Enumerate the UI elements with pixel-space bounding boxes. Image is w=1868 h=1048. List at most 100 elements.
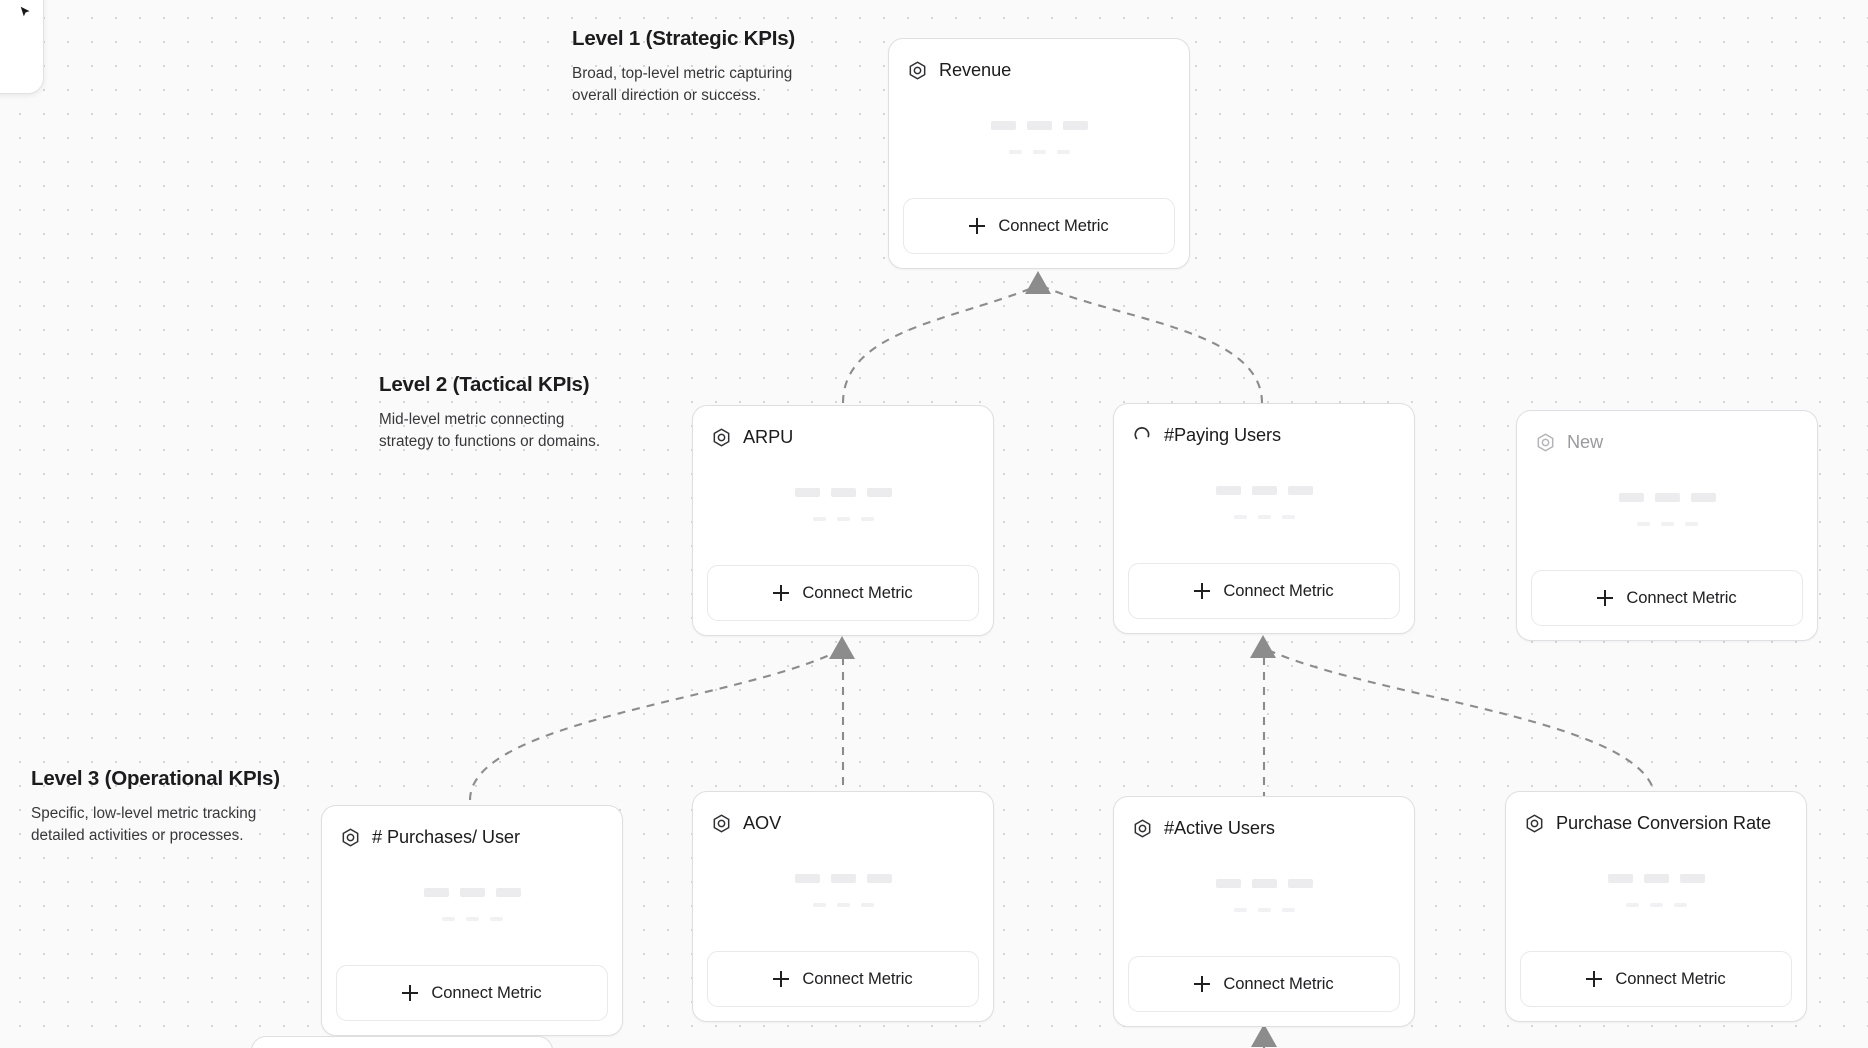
level-3-description: Specific, low-level metric tracking deta… xyxy=(31,804,257,844)
edge-arpu-revenue xyxy=(841,285,1038,404)
card-title: ARPU xyxy=(743,426,794,447)
connect-metric-label: Connect Metric xyxy=(998,216,1109,235)
plus-icon xyxy=(1194,976,1211,992)
metric-card-purchases-per-user[interactable]: # Purchases/ User Connect Metric xyxy=(321,805,623,1036)
edge-payingusers-revenue xyxy=(1041,285,1264,404)
connect-metric-button[interactable]: Connect Metric xyxy=(707,951,979,1007)
skeleton-row-secondary xyxy=(812,903,874,907)
connect-metric-label: Connect Metric xyxy=(1615,969,1726,988)
metric-card-active-users[interactable]: #Active Users Connect Metric xyxy=(1113,796,1415,1027)
connect-metric-button[interactable]: Connect Metric xyxy=(707,565,979,621)
level-3-title: Level 3 (Operational KPIs) xyxy=(31,767,280,790)
card-title: New xyxy=(1567,431,1604,452)
skeleton-bar xyxy=(1026,121,1052,130)
plus-icon xyxy=(1597,590,1614,606)
skeleton-bar xyxy=(830,488,856,497)
skeleton-bar xyxy=(1690,493,1716,502)
metric-card-offscreen-bottom[interactable] xyxy=(251,1036,553,1048)
plus-icon xyxy=(1586,971,1603,987)
edge-conversion-payingusers xyxy=(1267,649,1657,801)
skeleton-bar xyxy=(1032,150,1046,154)
skeleton-row-secondary xyxy=(1008,150,1070,154)
connect-metric-button[interactable]: Connect Metric xyxy=(1128,956,1400,1012)
level-2-label: Level 2 (Tactical KPIs) Mid-level metric… xyxy=(379,372,600,453)
connect-metric-button[interactable]: Connect Metric xyxy=(1520,951,1792,1007)
connect-metric-label: Connect Metric xyxy=(1223,581,1334,600)
connect-metric-label: Connect Metric xyxy=(1223,974,1334,993)
plus-icon xyxy=(773,585,790,601)
card-skeleton-body xyxy=(1128,841,1400,956)
skeleton-row-secondary xyxy=(812,517,874,521)
skeleton-bar xyxy=(794,488,820,497)
skeleton-bar xyxy=(836,517,850,521)
arrowhead-payingusers xyxy=(1250,635,1276,658)
card-skeleton-body xyxy=(903,83,1175,198)
skeleton-bar xyxy=(866,488,892,497)
skeleton-bar xyxy=(1251,879,1277,888)
metric-card-arpu[interactable]: ARPU Connect Metric xyxy=(692,405,994,636)
connect-metric-button[interactable]: Connect Metric xyxy=(903,198,1175,254)
connect-metric-label: Connect Metric xyxy=(802,969,913,988)
skeleton-bar xyxy=(812,903,826,907)
connect-metric-label: Connect Metric xyxy=(1626,588,1737,607)
card-skeleton-body xyxy=(1128,448,1400,563)
skeleton-bar xyxy=(1607,874,1633,883)
skeleton-bar xyxy=(465,917,479,921)
card-header: #Paying Users xyxy=(1128,418,1400,448)
skeleton-bar xyxy=(1257,515,1271,519)
skeleton-bar xyxy=(1257,908,1271,912)
card-header: ARPU xyxy=(707,420,979,450)
skeleton-bar xyxy=(1654,493,1680,502)
card-skeleton-body xyxy=(707,836,979,951)
arrowhead-arpu xyxy=(829,636,855,659)
skeleton-row-primary xyxy=(1215,879,1313,888)
metric-card-aov[interactable]: AOV Connect Metric xyxy=(692,791,994,1022)
arrowhead-activeusers-bottom xyxy=(1251,1024,1277,1047)
skeleton-bar xyxy=(990,121,1016,130)
hexagon-icon xyxy=(713,428,730,446)
skeleton-bar xyxy=(1625,903,1639,907)
card-title: Purchase Conversion Rate xyxy=(1556,812,1771,833)
hexagon-icon xyxy=(1537,433,1554,451)
connect-metric-button[interactable]: Connect Metric xyxy=(1531,570,1803,626)
skeleton-bar xyxy=(836,903,850,907)
skeleton-bar xyxy=(794,874,820,883)
floating-toolbar-panel[interactable] xyxy=(0,0,44,94)
level-1-label: Level 1 (Strategic KPIs) Broad, top-leve… xyxy=(572,26,795,107)
connect-metric-button[interactable]: Connect Metric xyxy=(1128,563,1400,619)
skeleton-bar xyxy=(1215,879,1241,888)
hexagon-icon xyxy=(713,814,730,832)
card-header: AOV xyxy=(707,806,979,836)
skeleton-bar xyxy=(1679,874,1705,883)
connect-metric-button[interactable]: Connect Metric xyxy=(336,965,608,1021)
level-1-title: Level 1 (Strategic KPIs) xyxy=(572,27,796,50)
skeleton-bar xyxy=(1287,486,1313,495)
metric-card-revenue[interactable]: Revenue Connect Metric xyxy=(888,38,1190,269)
metric-card-new[interactable]: New Connect Metric xyxy=(1516,410,1818,641)
level-3-label: Level 3 (Operational KPIs) Specific, low… xyxy=(31,766,280,847)
skeleton-bar xyxy=(495,888,521,897)
skeleton-bar xyxy=(1636,522,1650,526)
metric-card-purchase-conversion-rate[interactable]: Purchase Conversion Rate Connect Metric xyxy=(1505,791,1807,1022)
skeleton-row-primary xyxy=(990,121,1088,130)
card-title: # Purchases/ User xyxy=(372,826,520,847)
card-skeleton-body xyxy=(1520,836,1792,951)
cursor-arrow-icon xyxy=(20,6,30,17)
spinner-icon xyxy=(1134,426,1150,439)
skeleton-bar xyxy=(1233,908,1247,912)
skeleton-bar xyxy=(459,888,485,897)
skeleton-row-secondary xyxy=(441,917,503,921)
card-skeleton-body xyxy=(707,450,979,565)
card-skeleton-body xyxy=(1531,455,1803,570)
skeleton-bar xyxy=(1281,908,1295,912)
metric-card-paying-users[interactable]: #Paying Users Connect Metric xyxy=(1113,403,1415,634)
card-header: Purchase Conversion Rate xyxy=(1520,806,1792,836)
skeleton-bar xyxy=(1649,903,1663,907)
plus-icon xyxy=(402,985,419,1001)
skeleton-bar xyxy=(1062,121,1088,130)
level-2-title: Level 2 (Tactical KPIs) xyxy=(379,373,590,396)
skeleton-bar xyxy=(1215,486,1241,495)
skeleton-row-primary xyxy=(794,488,892,497)
skeleton-bar xyxy=(1643,874,1669,883)
